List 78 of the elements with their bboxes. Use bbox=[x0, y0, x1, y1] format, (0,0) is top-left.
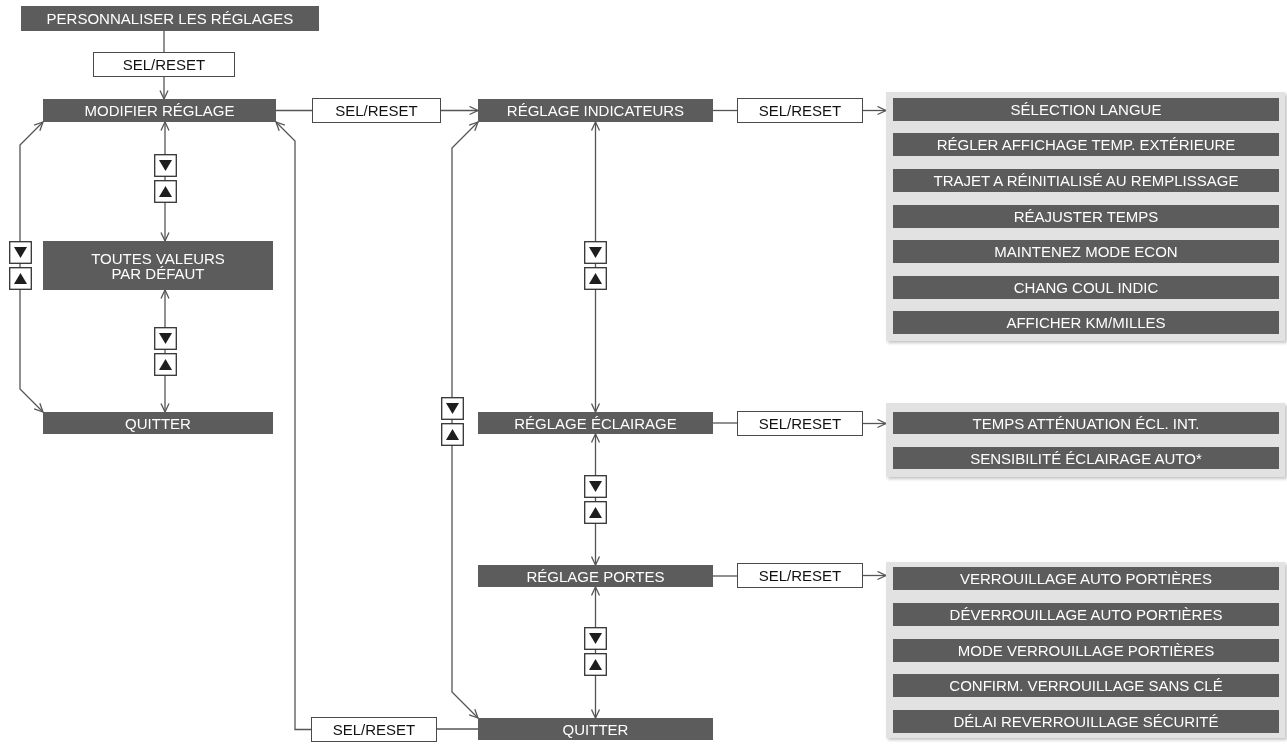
arrow bbox=[862, 418, 887, 429]
menu-bar bbox=[893, 567, 1279, 590]
key-label: SEL/RESET bbox=[758, 416, 842, 431]
menu-label: DÉLAI REVERROUILLAGE SÉCURITÉ bbox=[953, 714, 1219, 729]
double-arrow bbox=[590, 121, 601, 413]
menu-label: TEMPS ATTÉNUATION ÉCL. INT. bbox=[972, 415, 1200, 431]
menu-label: AFFICHER KM/MILLES bbox=[1006, 315, 1166, 330]
key-label: SEL/RESET bbox=[332, 722, 416, 737]
menu-label: MAINTENEZ MODE ECON bbox=[994, 244, 1178, 259]
menu-bar bbox=[478, 565, 713, 587]
menu-bar bbox=[893, 639, 1279, 662]
key-label: SEL/RESET bbox=[335, 103, 418, 118]
arrow bbox=[275, 121, 312, 731]
menu-bar bbox=[893, 311, 1279, 334]
key-box bbox=[737, 563, 863, 588]
arrow bbox=[159, 76, 169, 100]
menu-bar bbox=[893, 169, 1279, 192]
menu-label: QUITTER bbox=[125, 415, 191, 431]
menu-bar bbox=[43, 99, 276, 122]
menu-bar bbox=[478, 412, 713, 434]
connector-line bbox=[712, 575, 738, 577]
key-box bbox=[312, 98, 441, 123]
connector-line bbox=[275, 109, 313, 112]
menu-label: SENSIBILITÉ ÉCLAIRAGE AUTO* bbox=[970, 450, 1202, 466]
key-box bbox=[93, 52, 235, 77]
menu-label: TRAJET A RÉINITIALISÉ AU REMPLISSAGE bbox=[933, 173, 1239, 188]
menu-bar bbox=[893, 205, 1279, 228]
menu-bar bbox=[43, 412, 273, 434]
submenu-panel bbox=[886, 92, 1285, 341]
menu-label: CHANG COUL INDIC bbox=[1013, 280, 1159, 295]
menu-bar bbox=[478, 718, 713, 740]
menu-label: SÉLECTION LANGUE bbox=[1010, 102, 1162, 117]
menu-bar bbox=[893, 674, 1279, 697]
menu-label: DÉVERROUILLAGE AUTO PORTIÈRES bbox=[949, 607, 1223, 622]
menu-bar bbox=[893, 710, 1279, 733]
menu-label: RÉGLER AFFICHAGE TEMP. EXTÉRIEURE bbox=[936, 137, 1236, 152]
menu-label: RÉGLAGE ÉCLAIRAGE bbox=[514, 415, 677, 431]
connector-line bbox=[712, 109, 738, 112]
arrow bbox=[440, 105, 479, 116]
menu-label: MODIFIER RÉGLAGE bbox=[84, 103, 235, 118]
menu-bar bbox=[893, 447, 1279, 469]
menu-label: MODE VERROUILLAGE PORTIÈRES bbox=[957, 643, 1215, 658]
key-label: SEL/RESET bbox=[122, 57, 206, 72]
menu-bar bbox=[893, 98, 1279, 121]
double-arrow bbox=[590, 586, 601, 719]
menu-label: VERROUILLAGE AUTO PORTIÈRES bbox=[960, 571, 1212, 586]
connector-line bbox=[436, 728, 479, 730]
menu-bar bbox=[893, 240, 1279, 263]
key-label: SEL/RESET bbox=[758, 103, 842, 118]
key-label: SEL/RESET bbox=[758, 568, 842, 583]
double-arrow bbox=[19, 121, 44, 413]
menu-bar bbox=[893, 276, 1279, 299]
double-arrow bbox=[590, 433, 601, 566]
submenu-panel bbox=[886, 403, 1285, 477]
menu-bar bbox=[893, 412, 1279, 434]
menu-label: RÉGLAGE PORTES bbox=[526, 568, 665, 584]
key-box bbox=[311, 717, 437, 742]
menu-bar bbox=[893, 603, 1279, 626]
key-box bbox=[737, 98, 863, 123]
menu-label: PERSONNALISER LES RÉGLAGES bbox=[46, 11, 294, 26]
menu-label: QUITTER bbox=[562, 721, 629, 737]
menu-label: RÉAJUSTER TEMPS bbox=[1013, 209, 1159, 224]
submenu-panel bbox=[886, 562, 1285, 738]
double-arrow bbox=[451, 121, 479, 719]
double-arrow bbox=[160, 289, 170, 413]
menu-label: CONFIRM. VERROUILLAGE SANS CLÉ bbox=[949, 678, 1223, 693]
key-box bbox=[737, 411, 863, 436]
double-arrow bbox=[160, 121, 170, 242]
menu-bar bbox=[43, 241, 273, 290]
menu-bar bbox=[893, 133, 1279, 156]
arrow bbox=[862, 570, 887, 581]
connector-line bbox=[712, 422, 738, 424]
menu-label: TOUTES VALEURS PAR DÉFAUT bbox=[90, 250, 226, 281]
menu-bar bbox=[21, 6, 319, 31]
connector-line bbox=[163, 30, 165, 53]
menu-bar bbox=[478, 99, 713, 122]
arrow bbox=[862, 105, 887, 116]
menu-label: RÉGLAGE INDICATEURS bbox=[506, 103, 685, 118]
